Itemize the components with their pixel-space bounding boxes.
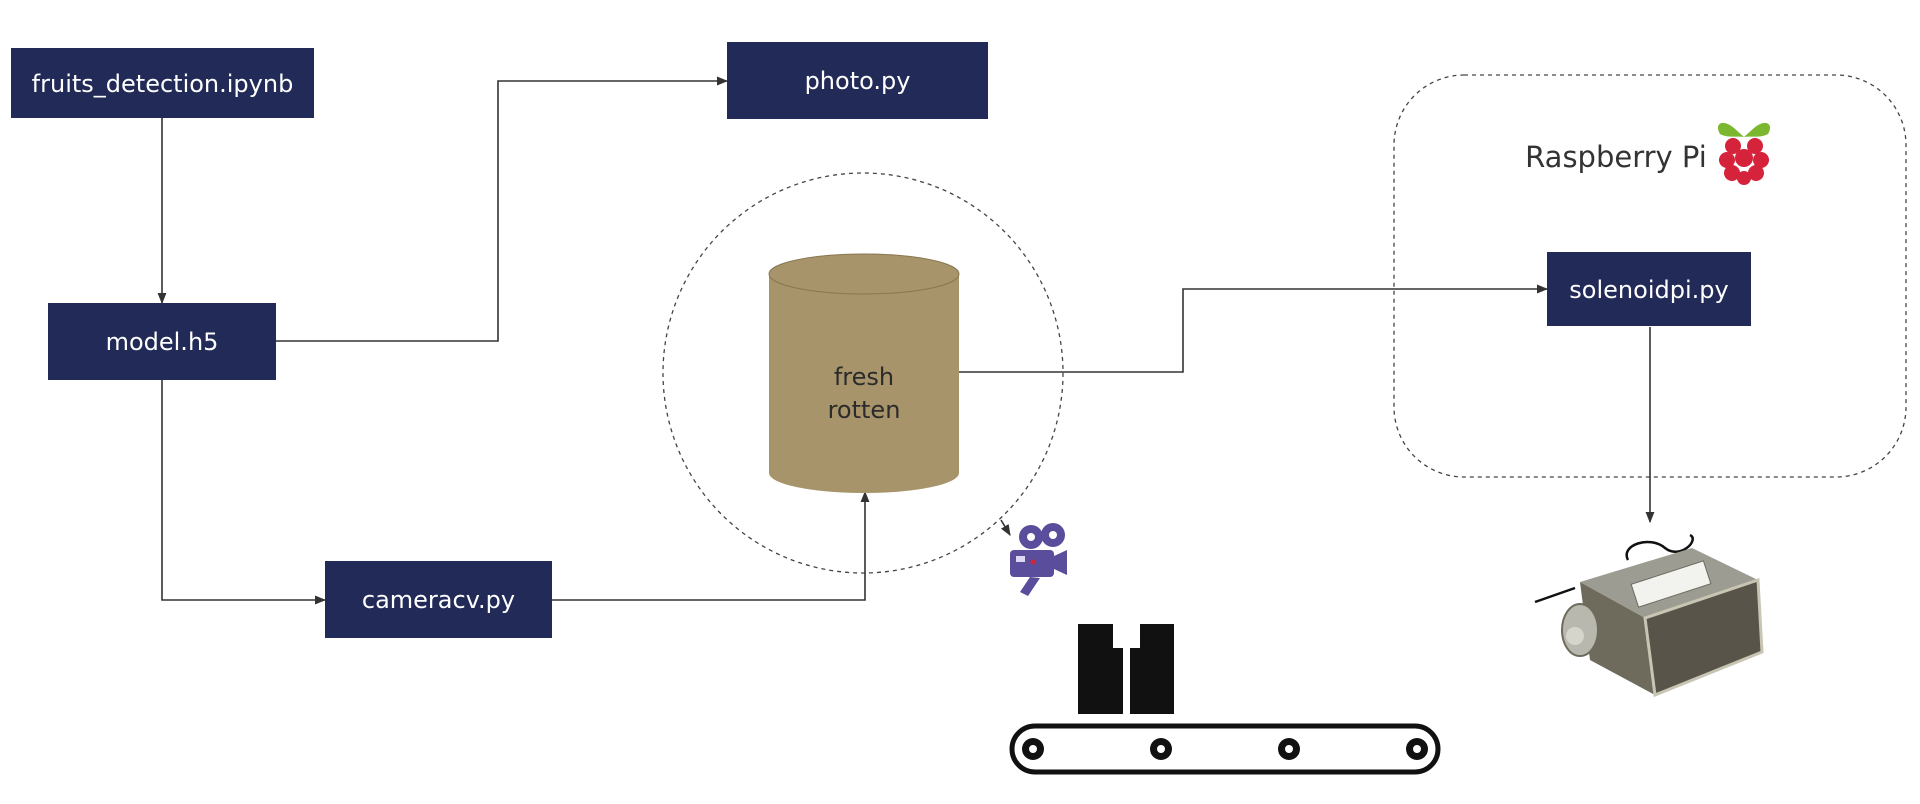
conveyor-belt-icon [1009, 624, 1441, 775]
node-label: model.h5 [106, 328, 219, 356]
node-photo[interactable]: photo.py [727, 42, 988, 119]
node-label: solenoidpi.py [1569, 276, 1728, 304]
database-label-rotten: rotten [828, 396, 901, 424]
raspberry-pi-logo-icon [1717, 122, 1771, 185]
edge-circle-to-camera [1000, 519, 1011, 536]
group-label: Raspberry Pi [1525, 140, 1707, 174]
solenoid-actuator-icon [1534, 533, 1764, 698]
node-fruits-detection[interactable]: fruits_detection.ipynb [11, 48, 314, 118]
node-model[interactable]: model.h5 [48, 303, 276, 380]
database-cylinder[interactable]: fresh rotten [768, 253, 960, 493]
edge-database-to-solenoidpi [959, 284, 1549, 373]
raspberry-pi-group [1393, 74, 1907, 478]
node-solenoidpi[interactable]: solenoidpi.py [1547, 252, 1751, 326]
node-label: cameracv.py [362, 586, 515, 614]
edge-cameracv-to-database [552, 490, 870, 601]
node-label: photo.py [805, 67, 911, 95]
camera-field-of-view [662, 172, 1064, 574]
edge-model-to-cameracv [161, 380, 327, 605]
database-label-fresh: fresh [834, 363, 894, 391]
video-camera-icon [1010, 523, 1067, 596]
node-cameracv[interactable]: cameracv.py [325, 561, 552, 638]
node-label: fruits_detection.ipynb [32, 70, 294, 98]
edge-model-to-photo [276, 76, 729, 342]
